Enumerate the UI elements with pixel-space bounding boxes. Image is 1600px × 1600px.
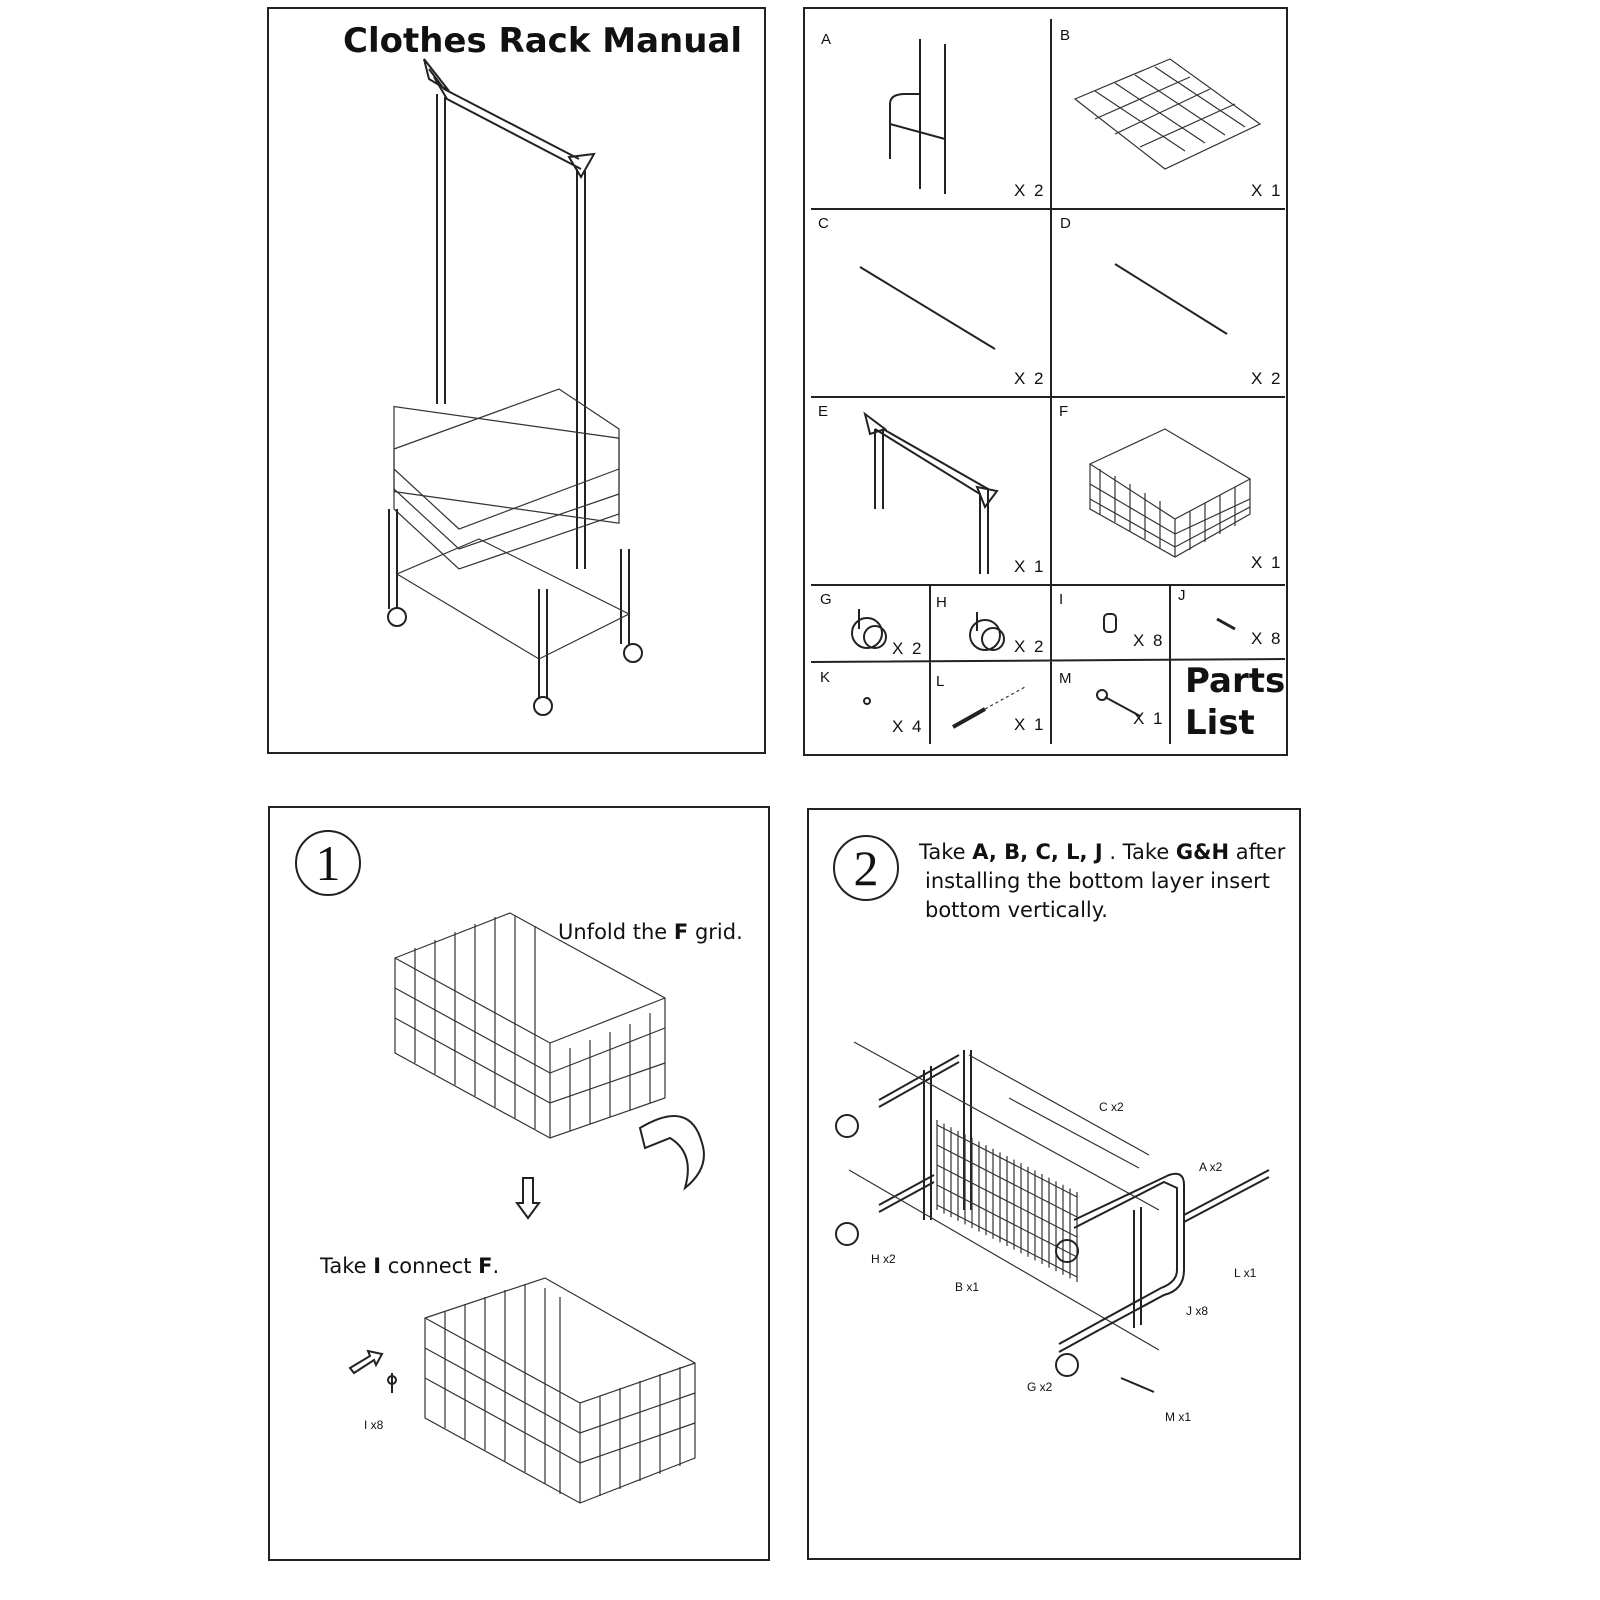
connect-text-pre: Take (320, 1254, 374, 1278)
parts-list-panel: A X 2 B X 1 C X 2 D X 2 E X 1 F X 1 G X … (803, 7, 1288, 756)
manual-title: Clothes Rack Manual (343, 21, 743, 61)
callout-i: I x8 (364, 1418, 384, 1432)
part-qty-g: X 2 (892, 639, 924, 658)
cover-panel: Clothes Rack Manual (267, 7, 766, 754)
part-label-i: I (1059, 591, 1064, 608)
part-label-h: H (936, 594, 947, 611)
callout-c: C x2 (1099, 1100, 1124, 1114)
unfold-text-pre: Unfold the (558, 920, 674, 944)
step-2-instruction-line1: Take A, B, C, L, J . Take G&H after (919, 838, 1285, 867)
connect-text-bold-1: I (373, 1254, 382, 1278)
part-qty-c: X 2 (1014, 369, 1046, 388)
step-2-number: 2 (833, 835, 899, 901)
callout-l: L x1 (1234, 1266, 1257, 1280)
step-2-text-pre: Take (919, 840, 973, 864)
callout-j: J x8 (1186, 1304, 1209, 1318)
part-label-d: D (1060, 215, 1071, 232)
unfold-text-post: grid. (688, 920, 743, 944)
part-label-j: J (1178, 587, 1186, 604)
part-label-a: A (821, 31, 832, 48)
step-2-text-post: after (1229, 840, 1286, 864)
step-2-illustration (835, 1041, 1270, 1393)
callout-g: G x2 (1027, 1380, 1053, 1394)
connect-instruction: Take I connect F. (320, 1252, 499, 1281)
part-label-b: B (1060, 27, 1071, 44)
step-1-panel: 1 Unfold the F grid. Take I connect F. I… (268, 806, 770, 1561)
callout-m: M x1 (1165, 1410, 1192, 1424)
part-qty-j: X 8 (1251, 629, 1283, 648)
step-1-illustration (348, 912, 705, 1504)
part-qty-m: X 1 (1133, 709, 1165, 728)
step-2-parts-bold: A, B, C, L, J (972, 840, 1103, 864)
part-label-c: C (818, 215, 829, 232)
step-1-number: 1 (295, 830, 361, 896)
unfold-instruction: Unfold the F grid. (558, 918, 743, 947)
part-qty-e: X 1 (1014, 557, 1046, 576)
callout-a: A x2 (1199, 1160, 1223, 1174)
connect-text-post: . (492, 1254, 500, 1278)
parts-grid-lines (810, 19, 1286, 744)
part-qty-d: X 2 (1251, 369, 1283, 388)
part-qty-l: X 1 (1014, 715, 1046, 734)
part-label-f: F (1059, 403, 1069, 420)
clothes-rack-illustration (387, 58, 643, 716)
part-qty-k: X 4 (892, 717, 924, 736)
part-label-m: M (1059, 670, 1072, 687)
part-label-g: G (820, 591, 832, 608)
part-qty-a: X 2 (1014, 181, 1046, 200)
connect-text-mid: connect (381, 1254, 479, 1278)
callout-b: B x1 (955, 1280, 980, 1294)
connect-text-bold-2: F (478, 1254, 493, 1278)
step-2-casters-bold: G&H (1175, 840, 1230, 864)
part-label-e: E (818, 403, 829, 420)
step-2-instruction-line3: bottom vertically. (925, 898, 1108, 922)
part-qty-i: X 8 (1133, 631, 1165, 650)
step-2-text-mid: . Take (1102, 840, 1176, 864)
part-qty-f: X 1 (1251, 553, 1283, 572)
part-label-k: K (820, 669, 831, 686)
parts-list-title-line2: List (1185, 703, 1255, 743)
parts-list-title-line1: Parts (1185, 661, 1286, 701)
step-2-instruction-line2: installing the bottom layer insert (925, 869, 1271, 893)
callout-h: H x2 (871, 1252, 896, 1266)
part-qty-b: X 1 (1251, 181, 1283, 200)
part-label-l: L (936, 673, 945, 690)
step-2-panel: 2 Take A, B, C, L, J . Take G&H after in… (807, 808, 1301, 1560)
unfold-text-bold: F (673, 920, 689, 944)
part-qty-h: X 2 (1014, 637, 1046, 656)
